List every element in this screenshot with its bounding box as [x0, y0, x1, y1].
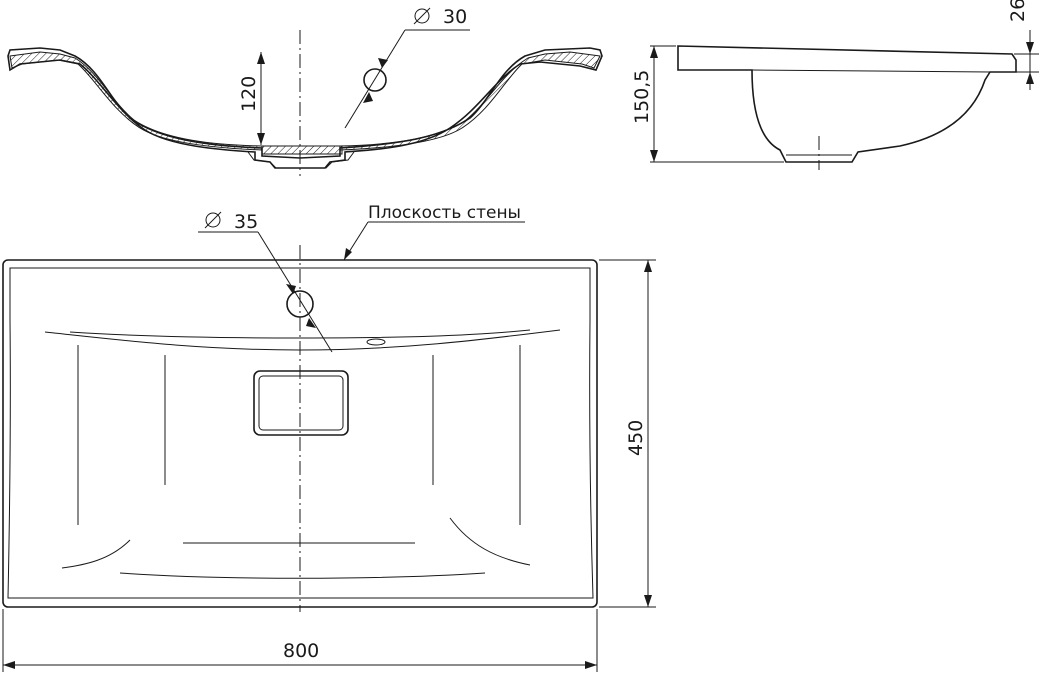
dim-26-label: 26	[1007, 0, 1029, 22]
plan-inner-rim	[7, 267, 594, 599]
side-rim-inner	[751, 69, 991, 73]
wall-plane-label: Плоскость стены	[368, 203, 521, 223]
dim-30-arrow-b	[378, 58, 388, 68]
top-plan-view: 35 Плоскость стены 450 800	[2, 203, 656, 672]
front-hatched-shell-right	[339, 51, 601, 151]
dim-30-label: 30	[443, 6, 467, 28]
front-section-view: 120 30	[7, 6, 603, 176]
dim-120-label: 120	[238, 76, 260, 112]
plan-drain	[253, 370, 349, 436]
front-hatched-shell	[9, 51, 263, 151]
dim-120-arrow-top	[257, 52, 265, 64]
side-section-view: 150,5 26	[631, 0, 1039, 170]
dim-450-label: 450	[625, 420, 647, 456]
plan-overflow	[366, 338, 386, 346]
front-drain	[261, 145, 343, 155]
dim-30-arrow-a	[363, 92, 373, 103]
dim-30-leader	[344, 29, 406, 129]
front-drain-bottom	[247, 151, 355, 169]
dim-120-arrow-bottom	[257, 133, 265, 145]
plan-bowl-edge	[69, 329, 531, 339]
dim-800-label: 800	[283, 640, 319, 662]
dim-35-leader	[257, 231, 333, 353]
plan-rim-curve	[44, 329, 561, 351]
dim-35-label: 35	[234, 211, 258, 233]
front-tap-hole	[363, 68, 387, 92]
dim-35-diameter-icon	[205, 212, 221, 228]
side-profile	[677, 45, 1017, 163]
dim-150-label: 150,5	[631, 70, 653, 124]
dim-30-diameter-icon	[414, 8, 430, 24]
